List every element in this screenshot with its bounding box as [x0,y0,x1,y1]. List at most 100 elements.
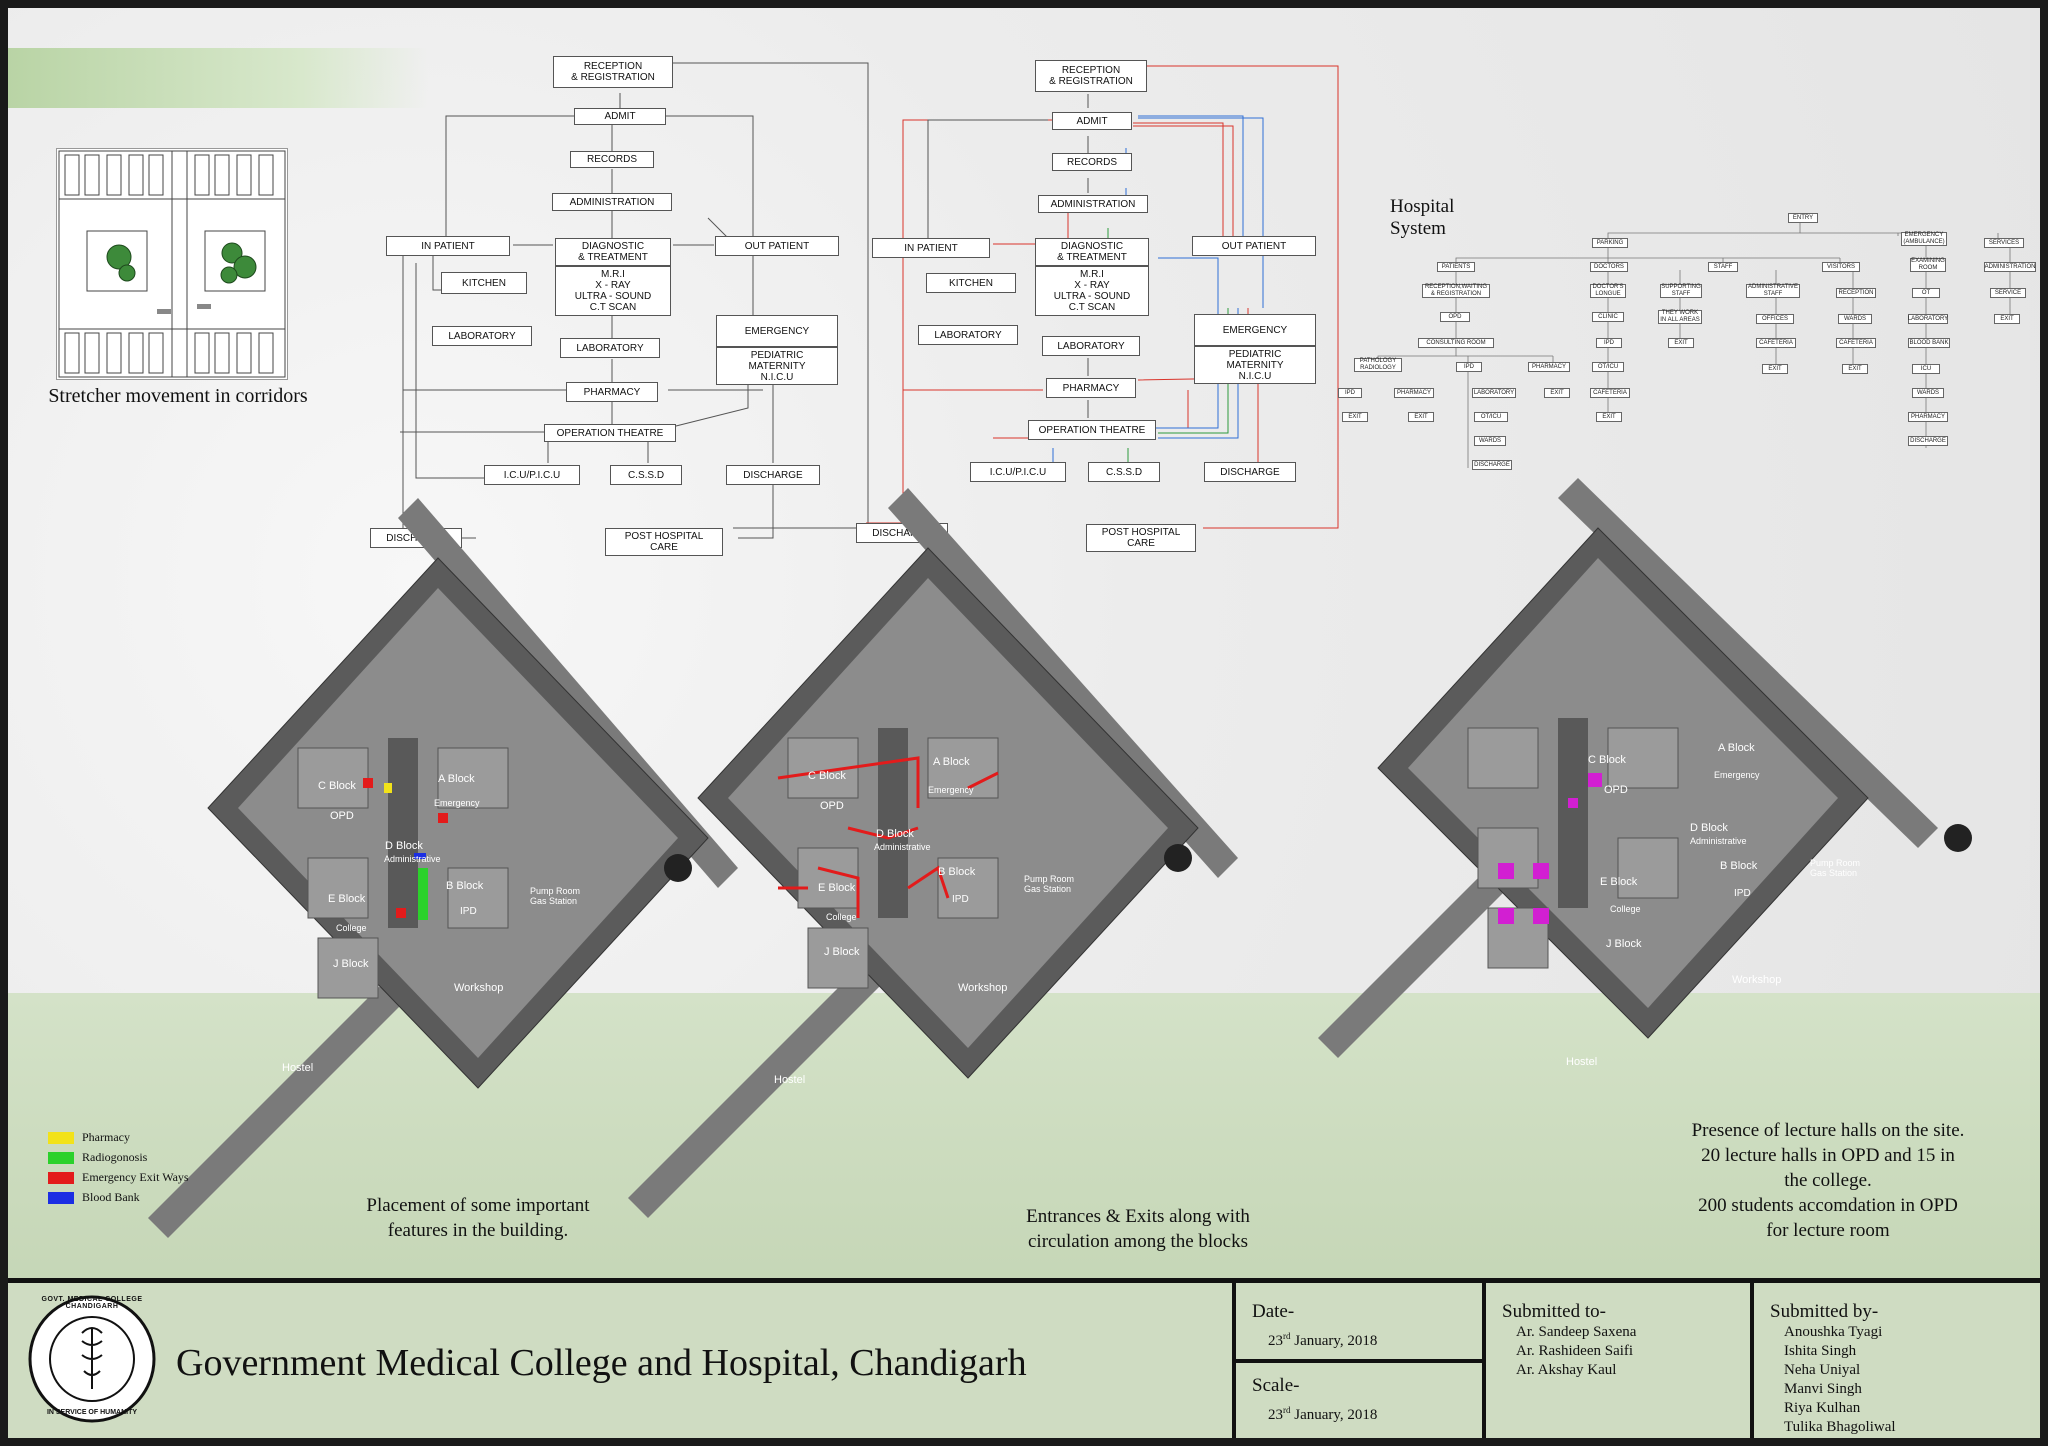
legend-swatch [48,1131,74,1144]
hs-exit-doc: EXIT [1596,412,1622,422]
j-block-label: J Block [824,946,860,958]
flow2-in-patient: IN PATIENT [872,238,990,258]
legend-label: Blood Bank [82,1190,140,1204]
submitted-to-name: Ar. Sandeep Saxena [1516,1324,1637,1340]
seal-bottom-text: IN SERVICE OF HUMANITY [46,1409,138,1416]
flow1-in-patient: IN PATIENT [386,236,510,256]
submitted-by-name: Riya Kulhan [1784,1400,1861,1416]
hs-wards: WARDS [1838,314,1872,324]
b-block-label: B Block [1720,860,1758,872]
flow2-administration: ADMINISTRATION [1038,195,1148,213]
college-label: College [826,912,857,922]
legend-swatch [48,1171,74,1184]
hs-path-rad: PATHOLOGY RADIOLOGY [1354,358,1402,372]
hs-pharmacy: PHARMACY [1528,362,1570,372]
site-plan-1-drawing [148,498,738,1238]
hs-wards-em: WARDS [1912,388,1944,398]
hs-pharmacy-small: PHARMACY [1394,388,1434,398]
legend-blood-bank: Blood Bank [48,1190,140,1205]
college-label: College [1610,904,1641,914]
submitted-by-name: Manvi Singh [1784,1381,1862,1397]
hs-opd: OPD [1440,312,1470,322]
stretcher-plan-drawing [58,150,286,378]
c-block-label: C Block [318,780,356,792]
flow1-administration: ADMINISTRATION [552,193,672,211]
a-block-label: A Block [438,773,475,785]
flow1-reception: RECEPTION & REGISTRATION [553,56,673,88]
j-block-label: J Block [333,958,369,970]
pump-room-label: Pump Room Gas Station [530,886,581,906]
submitted-by-name: Anoushka Tyagi [1784,1324,1883,1340]
flow2-post-hospital: POST HOSPITAL CARE [1086,524,1196,552]
flow1-records: RECORDS [570,151,654,168]
flow1-operation-theatre: OPERATION THEATRE [544,424,676,442]
hs-services: SERVICES [1984,238,2024,248]
title-block: GOVT. MEDICAL COLLEGE CHANDIGARH IN SERV… [8,1278,2040,1438]
flow2-kitchen: KITCHEN [926,273,1016,293]
legend-emergency-exit: Emergency Exit Ways [48,1170,189,1185]
hs-consulting: CONSULTING ROOM [1418,338,1494,348]
legend-swatch [48,1151,74,1164]
flow1-diagnostic: DIAGNOSTIC & TREATMENT [555,238,671,266]
date-value: 23rd January, 2018 [1268,1331,1378,1349]
legend-radiogonosis: Radiogonosis [48,1150,147,1165]
submitted-by-cell: Submitted by- Anoushka Tyagi Ishita Sing… [1750,1283,2040,1438]
submitted-by-name: Tulika Bhagoliwal [1784,1419,1896,1435]
hs-discharge: DISCHARGE [1472,460,1512,470]
exit-marker [363,778,373,788]
college-label: College [336,923,367,933]
seal-emblem [28,1295,156,1423]
hs-staff: STAFF [1708,262,1738,272]
hs-administration: ADMINISTRATION [1984,262,2036,272]
pump-room-label: Pump Room Gas Station [1024,874,1075,894]
flow2-laboratory-left: LABORATORY [918,325,1018,345]
hs-cafeteria-staff: CAFETERIA [1756,338,1796,348]
hs-reception-waiting: RECEPTION,WAITING & REGISTRATION [1422,284,1490,298]
hs-reception: RECEPTION [1836,288,1876,298]
administrative-label: Administrative [384,854,441,864]
hs-exit-staff: EXIT [1762,364,1788,374]
flow-diagram-2: RECEPTION & REGISTRATION ADMIT RECORDS A… [8,8,1339,552]
workshop-label: Workshop [454,982,504,994]
legend-label: Emergency Exit Ways [82,1170,189,1184]
e-block-label: E Block [328,893,366,905]
college-seal: GOVT. MEDICAL COLLEGE CHANDIGARH IN SERV… [26,1293,158,1425]
hs-otcu: OT/ICU [1474,412,1508,422]
administrative-label: Administrative [874,842,931,852]
emergency-label: Emergency [1714,770,1760,780]
opd-label: OPD [820,800,844,812]
hs-parking: PARKING [1592,238,1628,248]
ipd-label: IPD [952,894,969,905]
hs-admin-staff: ADMINISTRATIVE STAFF [1746,284,1800,298]
hs-offices: OFFICES [1756,314,1794,324]
flow1-pediatric: PEDIATRIC MATERNITY N.I.C.U [716,347,838,385]
a-block-label: A Block [933,756,970,768]
hs-patients: PATIENTS [1437,262,1475,272]
flow1-post-hospital: POST HOSPITAL CARE [605,528,723,556]
hs-exit-support: EXIT [1668,338,1694,348]
date-cell: Date- 23rd January, 2018 Scale- 23rd Jan… [1232,1283,1486,1438]
flow2-diagnostic: DIAGNOSTIC & TREATMENT [1035,238,1149,266]
exit-marker [438,813,448,823]
site-plan-2-drawing [628,488,1238,1218]
submitted-to-cell: Submitted to- Ar. Sandeep Saxena Ar. Ras… [1482,1283,1754,1438]
hs-discharge-em: DISCHARGE [1908,436,1948,446]
flow1-discharge-right: DISCHARGE [726,465,820,485]
site-plan-3: C Block A Block OPD Emergency D Block Ad… [1258,478,1978,1178]
opd-label: OPD [330,810,354,822]
ipd-label: IPD [1734,888,1751,899]
ipd-label: IPD [460,906,477,917]
hs-exit-visitors: EXIT [1842,364,1868,374]
hs-exit-pharm: EXIT [1544,388,1570,398]
flow1-out-patient: OUT PATIENT [715,236,839,256]
flow2-pharmacy: PHARMACY [1046,378,1136,398]
submitted-to-name: Ar. Rashideen Saifi [1516,1343,1634,1359]
stretcher-plan [56,148,288,380]
opd-label: OPD [1604,784,1628,796]
hs-ipd-small: IPD [1338,388,1362,398]
hs-laboratory-small: LABORATORY [1472,388,1516,398]
submitted-by-name: Neha Uniyal [1784,1362,1861,1378]
submitted-to-name: Ar. Akshay Kaul [1516,1362,1617,1378]
flow1-diag-list: M.R.I X - RAY ULTRA - SOUND C.T SCAN [555,266,671,316]
flow2-pediatric: PEDIATRIC MATERNITY N.I.C.U [1194,346,1316,384]
